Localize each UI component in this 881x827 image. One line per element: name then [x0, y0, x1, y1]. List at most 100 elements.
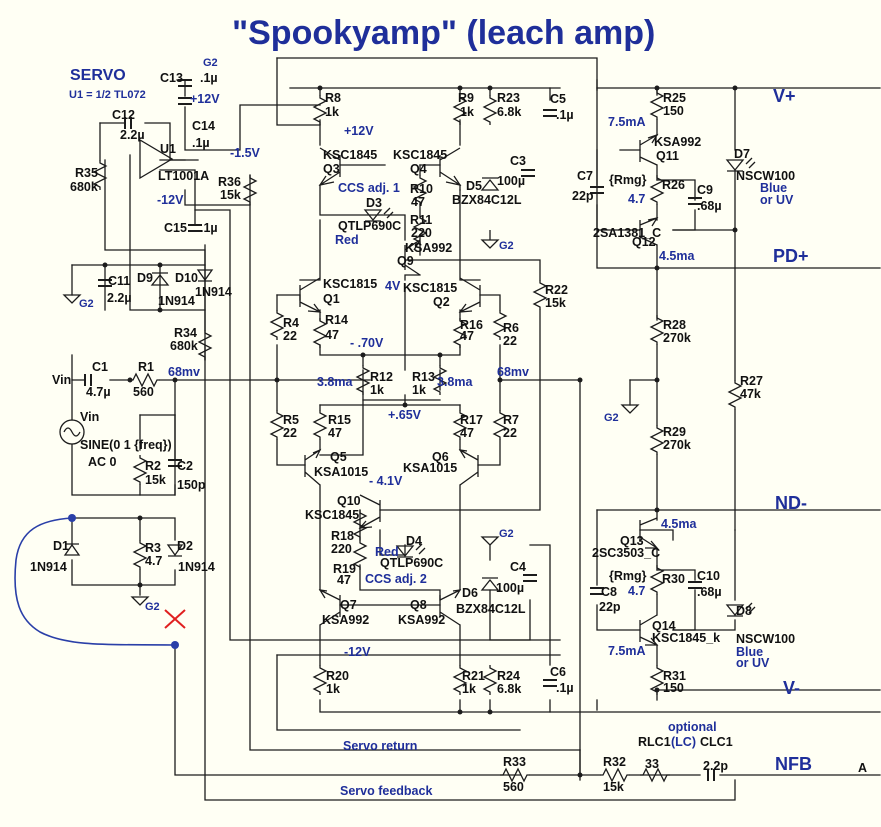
- label-components-u1-val: LT1001A: [158, 169, 209, 183]
- label-components-d7-val: NSCW100: [736, 169, 795, 183]
- label-voltages-ma4-5-top: 4.5ma: [659, 249, 695, 263]
- resistor-r1: [130, 372, 160, 388]
- label-components-r2-val: 15k: [145, 473, 166, 487]
- resistor-r33: [500, 767, 530, 783]
- label-components-c10-val: .68µ: [697, 585, 722, 599]
- label-components-d4-color: Red: [375, 545, 399, 559]
- label-voltages-minus4-1: - 4.1V: [369, 474, 403, 488]
- label-components-q11-ref: Q11: [656, 149, 679, 163]
- label-components-clc1-ref: CLC1: [700, 735, 733, 749]
- label-components-d1-val: 1N914: [30, 560, 67, 574]
- label-components-q10-ref: Q10: [337, 494, 361, 508]
- label-components-c7-ref: C7: [577, 169, 593, 183]
- resistor-r17: [452, 410, 468, 440]
- label-components-r26-param: {Rmg}: [609, 173, 647, 187]
- diode-d1: [63, 543, 81, 556]
- capacitor-c13: [178, 79, 192, 87]
- net-nfb: NFB: [775, 754, 812, 774]
- transistors: [299, 133, 659, 646]
- label-components-r3-val: 4.7: [145, 554, 162, 568]
- label-components-r28-ref: R28: [663, 318, 686, 332]
- label-voltages-ma7-5-top: 7.5mA: [608, 115, 646, 129]
- label-components-c11-val: 2.2µ: [107, 291, 132, 305]
- label-components-r29-val: 270k: [663, 438, 691, 452]
- label-voltages-plus12-mid: +12V: [344, 124, 374, 138]
- label-voltages-ma3-8-right: 3.8ma: [437, 375, 473, 389]
- label-components-r14-ref: R14: [325, 313, 348, 327]
- label-components-d3-color: Red: [335, 233, 359, 247]
- label-components-c15-val: .1µ: [200, 221, 218, 235]
- label-nets-vin: Vin: [52, 373, 71, 387]
- label-components-r5-val: 22: [283, 426, 297, 440]
- label-components-d5-ref: D5: [466, 179, 482, 193]
- resistor-r14: [312, 318, 328, 348]
- label-components-r12-val: 1k: [370, 383, 384, 397]
- resistor-r12: [355, 365, 371, 395]
- label-components-r6-ref: R6: [503, 321, 519, 335]
- label-components-d8-color2: or UV: [736, 656, 770, 670]
- net-pd-plus: PD+: [773, 246, 809, 266]
- label-components-d4-ref: D4: [406, 534, 422, 548]
- label-components-r1-val: 560: [133, 385, 154, 399]
- resistor-r34: [197, 330, 213, 360]
- label-components-r21-val: 1k: [462, 682, 476, 696]
- label-annotations-ccs1: CCS adj. 1: [338, 181, 400, 195]
- label-components-r4-ref: R4: [283, 316, 299, 330]
- label-components-c2-val: 150p: [177, 478, 206, 492]
- capacitor-c12: [124, 117, 132, 129]
- label-components-clc1-val: 2.2p: [703, 759, 728, 773]
- label-components-r7-ref: R7: [503, 413, 519, 427]
- label-components-r31-ref: R31: [663, 669, 686, 683]
- schematic-title: "Spookyamp" (leach amp): [232, 14, 655, 52]
- label-components-r21-ref: R21: [462, 669, 485, 683]
- label-components-r10-val: 47: [411, 195, 425, 209]
- resistor-r3: [132, 540, 148, 570]
- resistor-r35: [92, 160, 108, 190]
- label-voltages-plus065: +.65V: [388, 408, 422, 422]
- diodes: [63, 157, 756, 617]
- signal-source-vin: [59, 419, 85, 445]
- label-voltages-ma4-5-bot: 4.5ma: [661, 517, 697, 531]
- transistor-q10: [358, 494, 381, 529]
- capacitor-c2: [168, 459, 182, 467]
- label-components-r17-ref: R17: [460, 413, 483, 427]
- label-components-d10-val: 1N914: [195, 285, 232, 299]
- label-components-q10-val: KSC1845: [305, 508, 359, 522]
- label-components-d3-val: QTLP690C: [338, 219, 401, 233]
- label-components-q1-val: KSC1815: [323, 277, 377, 291]
- label-components-c9-val: .68µ: [697, 199, 722, 213]
- label-components-q5-ref: Q5: [330, 450, 347, 464]
- label-components-d4-val: QTLP690C: [380, 556, 443, 570]
- label-components-r25-val: 150: [663, 104, 684, 118]
- label-components-r7-val: 22: [503, 426, 517, 440]
- label-components-r26-val: 4.7: [628, 192, 645, 206]
- label-components-r23-ref: R23: [497, 91, 520, 105]
- net-v-minus: V-: [783, 678, 800, 698]
- label-components-c8-val: 22p: [599, 600, 621, 614]
- label-components-c4-val: 100µ: [496, 581, 524, 595]
- resistor-r4: [269, 310, 285, 340]
- diode-d2: [166, 544, 184, 557]
- label-components-r28-val: 270k: [663, 331, 691, 345]
- wires: [71, 57, 881, 801]
- label-voltages-v4: 4V: [385, 279, 401, 293]
- resistor-r22: [532, 280, 548, 310]
- led-d8: [725, 602, 756, 617]
- label-components-d8-ref: D8: [736, 604, 752, 618]
- label-components-r15-ref: R15: [328, 413, 351, 427]
- resistor-r9: [452, 95, 468, 125]
- label-components-d8-val: NSCW100: [736, 632, 795, 646]
- label-components-r30-param: {Rmg}: [609, 569, 647, 583]
- label-components-r9-ref: R9: [458, 91, 474, 105]
- label-components-r24-val: 6.8k: [497, 682, 521, 696]
- label-components-r15-val: 47: [328, 426, 342, 440]
- label-components-r26-ref: R26: [662, 178, 685, 192]
- label-components-r1-ref: R1: [138, 360, 154, 374]
- label-voltages-ma7-5-bot: 7.5mA: [608, 644, 646, 658]
- label-components-q8-val: KSA992: [398, 613, 445, 627]
- label-components-q6-val: KSA1015: [403, 461, 457, 475]
- transistor-q14: [639, 614, 659, 646]
- resistor-r20: [312, 665, 328, 695]
- resistor-r28: [649, 315, 665, 345]
